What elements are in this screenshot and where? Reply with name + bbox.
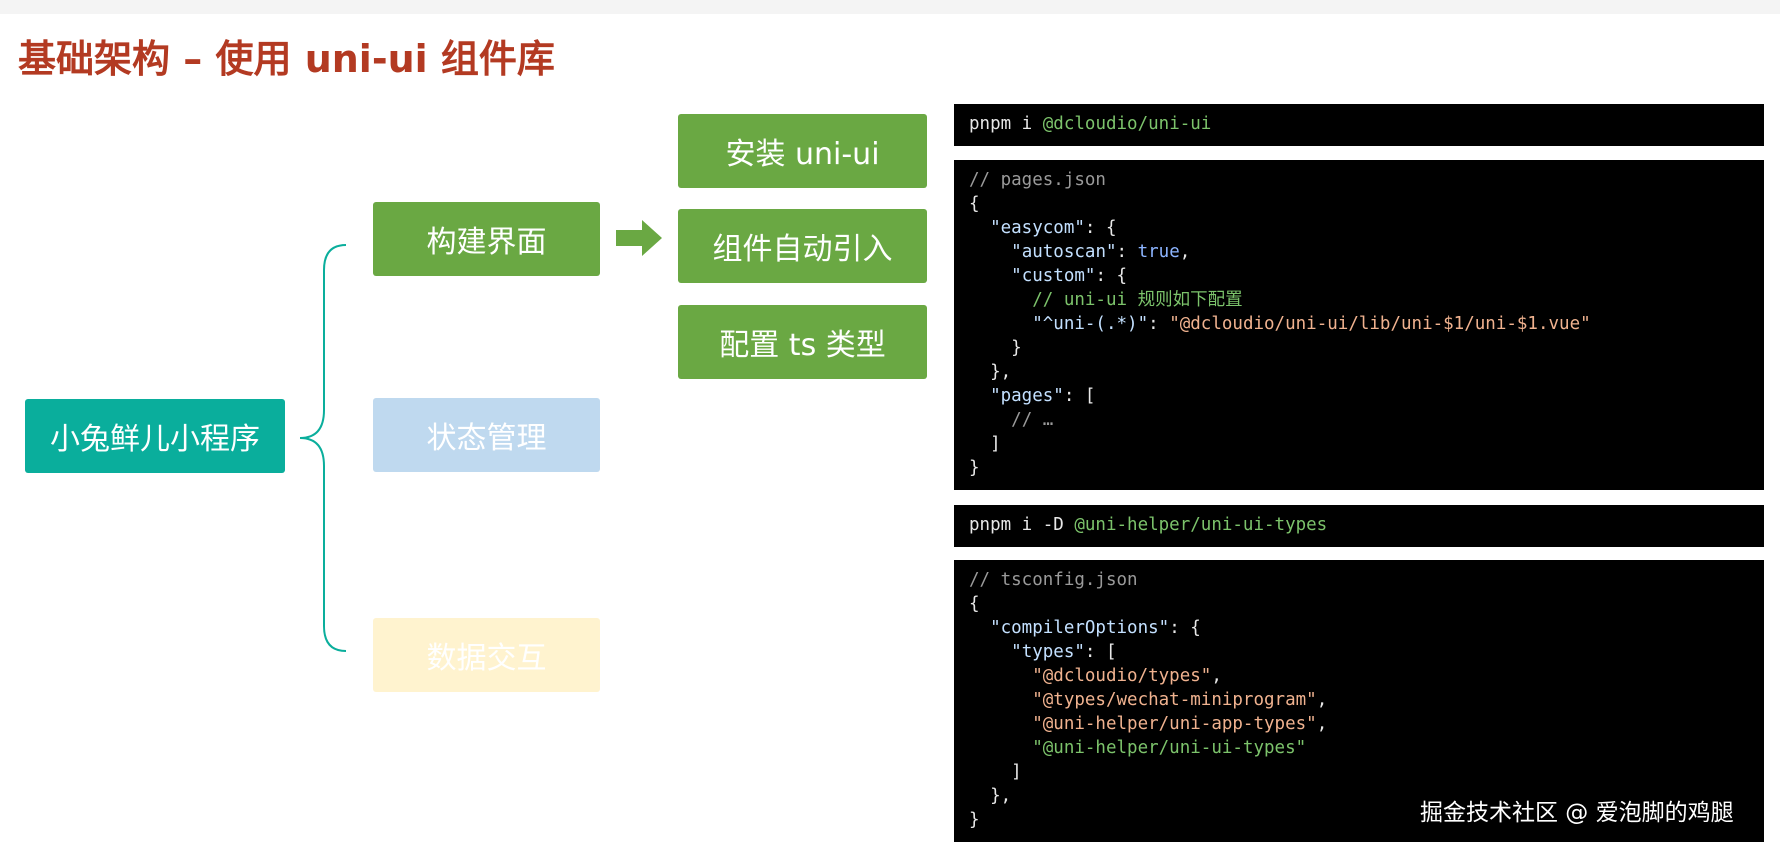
code-line: "^uni-(.*)": "@dcloudio/uni-ui/lib/uni-$…: [1032, 314, 1591, 334]
top-bar: [0, 0, 1780, 14]
step-ts-types: 配置 ts 类型: [678, 305, 927, 379]
step-install-uni-ui: 安装 uni-ui: [678, 114, 927, 188]
root-node: 小兔鲜儿小程序: [25, 399, 285, 473]
branch-build-ui: 构建界面: [373, 202, 600, 276]
code-line: "@uni-helper/uni-ui-types": [1032, 738, 1307, 758]
code-line: // …: [1011, 410, 1054, 430]
code-line: // pages.json: [969, 170, 1106, 190]
types-install-command: pnpm i -D @uni-helper/uni-ui-types: [954, 505, 1764, 547]
code-line: {: [969, 194, 980, 214]
code-line: ]: [990, 434, 1001, 454]
code-line: "types": [: [1011, 642, 1117, 662]
code-line: "@dcloudio/types",: [1032, 666, 1222, 686]
code-line: }: [969, 810, 980, 830]
code-line: "pages": [: [990, 386, 1096, 406]
pages-json-code: // pages.json { "easycom": { "autoscan":…: [954, 160, 1764, 490]
code-line: "@types/wechat-miniprogram",: [1032, 690, 1328, 710]
code-line: }: [969, 458, 980, 478]
branch-bracket: [299, 244, 347, 652]
code-line: {: [969, 594, 980, 614]
code-line: ]: [1011, 762, 1022, 782]
code-line: },: [990, 362, 1012, 382]
branch-state-management: 状态管理: [373, 398, 600, 472]
step-auto-import: 组件自动引入: [678, 209, 927, 283]
code-line: // uni-ui 规则如下配置: [1032, 290, 1243, 310]
code-line: "autoscan": true,: [1011, 242, 1191, 262]
branch-data-interaction: 数据交互: [373, 618, 600, 692]
install-command: pnpm i @dcloudio/uni-ui: [954, 104, 1764, 146]
watermark: 掘金技术社区 @ 爱泡脚的鸡腿: [1420, 800, 1734, 826]
code-line: "easycom": {: [990, 218, 1117, 238]
page-title: 基础架构 – 使用 uni-ui 组件库: [18, 37, 555, 81]
code-line: "@uni-helper/uni-app-types",: [1032, 714, 1328, 734]
tsconfig-json-code: // tsconfig.json { "compilerOptions": { …: [954, 560, 1764, 842]
code-line: }: [1011, 338, 1022, 358]
code-line: // tsconfig.json: [969, 570, 1138, 590]
code-line: },: [990, 786, 1012, 806]
code-line: "custom": {: [1011, 266, 1128, 286]
arrow-icon: [616, 220, 662, 256]
code-line: "compilerOptions": {: [990, 618, 1201, 638]
